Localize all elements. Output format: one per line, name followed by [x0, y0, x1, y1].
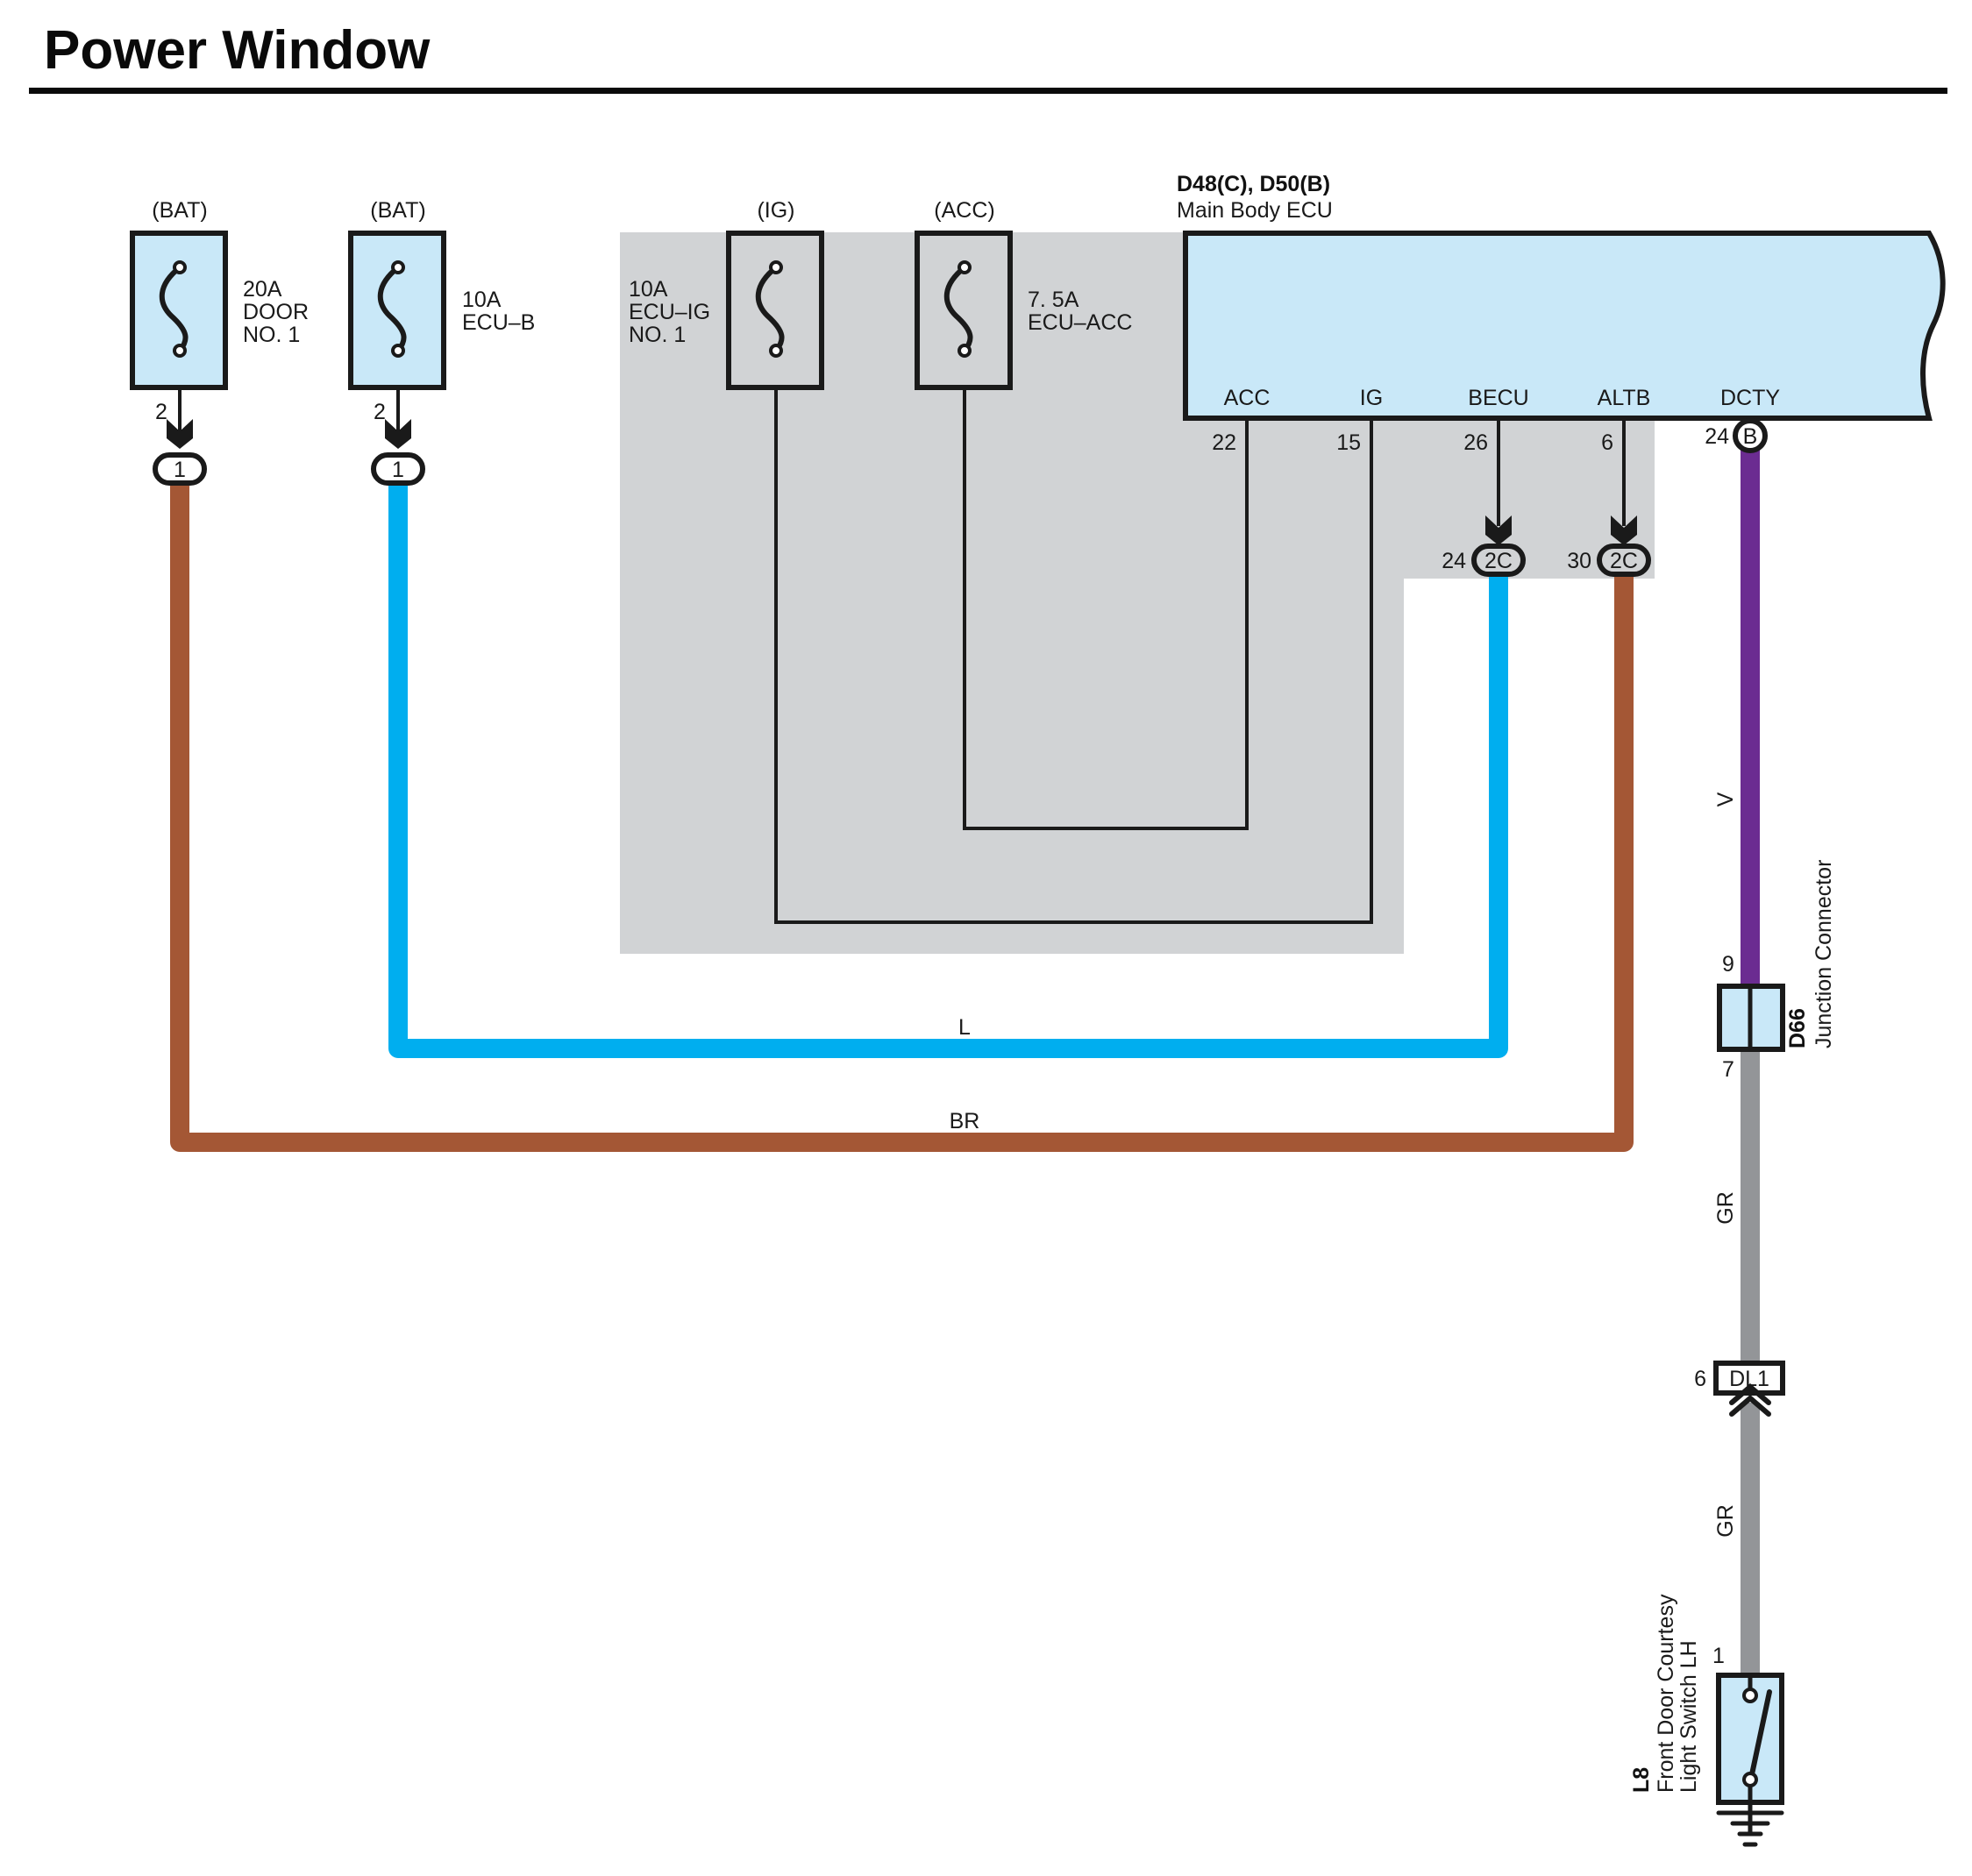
fuse-icon — [943, 265, 973, 352]
title-rule — [29, 88, 1947, 94]
altb-connector-pin: 30 — [1567, 549, 1591, 573]
fuse-icon — [755, 265, 785, 352]
wire-label-l: L — [958, 1015, 971, 1040]
d66-name: Junction Connector — [1812, 860, 1836, 1048]
becu-connector-2c[interactable]: 2C — [1471, 515, 1526, 577]
ecu-pin-ig: 15 — [1336, 430, 1361, 455]
switch-name-line1: Front Door Courtesy — [1654, 1594, 1678, 1793]
fuse-ecu-ig-no1[interactable] — [726, 231, 824, 390]
becu-connector-label: 2C — [1484, 549, 1513, 573]
wire-ig-circuit — [774, 351, 1373, 924]
d66-pin-out: 7 — [1722, 1057, 1734, 1082]
fuse3-rating: 10A — [629, 277, 668, 302]
ecu-pin-altb: 6 — [1601, 430, 1613, 455]
wire-label-gr-upper: GR — [1713, 1191, 1738, 1225]
arrow-down-icon — [1611, 515, 1637, 545]
wire-l[interactable] — [388, 473, 1508, 1058]
fuse4-name-line1: ECU–ACC — [1028, 310, 1132, 335]
ecu-name: Main Body ECU — [1177, 198, 1333, 223]
ecu-terminal-dcty: DCTY — [1720, 386, 1780, 410]
dl1-pin: 6 — [1694, 1367, 1706, 1391]
fuse2-connector[interactable]: 1 — [371, 419, 425, 486]
ground-icon — [1716, 1810, 1784, 1847]
ecu-pin-dcty: 24 — [1705, 424, 1729, 449]
fuse1-source: (BAT) — [152, 198, 207, 223]
fuse-ecu-b[interactable] — [348, 231, 446, 390]
fuse3-name-line1: ECU–IG — [629, 300, 710, 324]
fuse1-connector-label: 1 — [174, 458, 186, 482]
wire-label-v: V — [1713, 792, 1738, 807]
fuse2-pin: 2 — [374, 400, 386, 424]
fuse4-rating: 7. 5A — [1028, 288, 1079, 312]
junction-connector-d66[interactable] — [1717, 984, 1785, 1052]
switch-id: L8 — [1629, 1767, 1654, 1793]
inline-connector-dl1[interactable]: DL1 — [1713, 1361, 1785, 1417]
fuse-icon — [377, 265, 407, 352]
altb-connector-label: 2C — [1610, 549, 1638, 573]
wire-acc-circuit — [963, 351, 1249, 830]
becu-connector-pin: 24 — [1442, 549, 1466, 573]
fuse-ecu-acc[interactable] — [915, 231, 1013, 390]
fuse3-name-line2: NO. 1 — [629, 323, 686, 347]
ecu-terminal-acc: ACC — [1224, 386, 1271, 410]
fuse2-source: (BAT) — [370, 198, 425, 223]
fuse2-connector-label: 1 — [392, 458, 404, 482]
fuse4-source: (ACC) — [934, 198, 994, 223]
front-door-courtesy-switch-lh[interactable] — [1716, 1673, 1784, 1832]
switch-contact-icon — [1749, 1689, 1772, 1777]
ecu-pin-acc: 22 — [1212, 430, 1236, 455]
fuse2-name-line1: ECU–B — [462, 310, 535, 335]
fuse-door-no1[interactable] — [130, 231, 228, 390]
fuse1-pin: 2 — [155, 400, 167, 424]
fuse1-name-line2: NO. 1 — [243, 323, 300, 347]
main-body-ecu[interactable] — [1183, 231, 1946, 421]
fuse3-source: (IG) — [757, 198, 794, 223]
wire-label-gr-lower: GR — [1713, 1504, 1738, 1538]
fuse1-name-line1: DOOR — [243, 300, 309, 324]
altb-connector-2c[interactable]: 2C — [1597, 515, 1651, 577]
arrow-down-icon — [385, 419, 411, 449]
arrow-down-icon — [167, 419, 193, 449]
fuse1-connector[interactable]: 1 — [153, 419, 207, 486]
dcty-connector-label: B — [1743, 424, 1758, 449]
wire-br[interactable] — [170, 473, 1634, 1152]
fuse2-rating: 10A — [462, 288, 502, 312]
switch-pin: 1 — [1712, 1644, 1725, 1668]
ecu-terminal-becu: BECU — [1468, 386, 1528, 410]
ecu-connector-ids: D48(C), D50(B) — [1177, 172, 1330, 196]
arrow-down-icon — [1485, 515, 1512, 545]
ecu-terminal-ig: IG — [1360, 386, 1383, 410]
switch-name-line2: Light Switch LH — [1677, 1640, 1701, 1793]
ecu-dcty-connector[interactable]: B — [1733, 418, 1768, 453]
d66-pin-in: 9 — [1722, 952, 1734, 977]
ecu-terminal-altb: ALTB — [1598, 386, 1651, 410]
double-chevron-up-icon — [1729, 1383, 1771, 1417]
ecu-pin-becu: 26 — [1463, 430, 1488, 455]
fuse-icon — [159, 265, 189, 352]
wire-label-br: BR — [950, 1109, 980, 1133]
d66-id: D66 — [1785, 1008, 1810, 1048]
page-title: Power Window — [44, 20, 431, 81]
fuse1-rating: 20A — [243, 277, 282, 302]
